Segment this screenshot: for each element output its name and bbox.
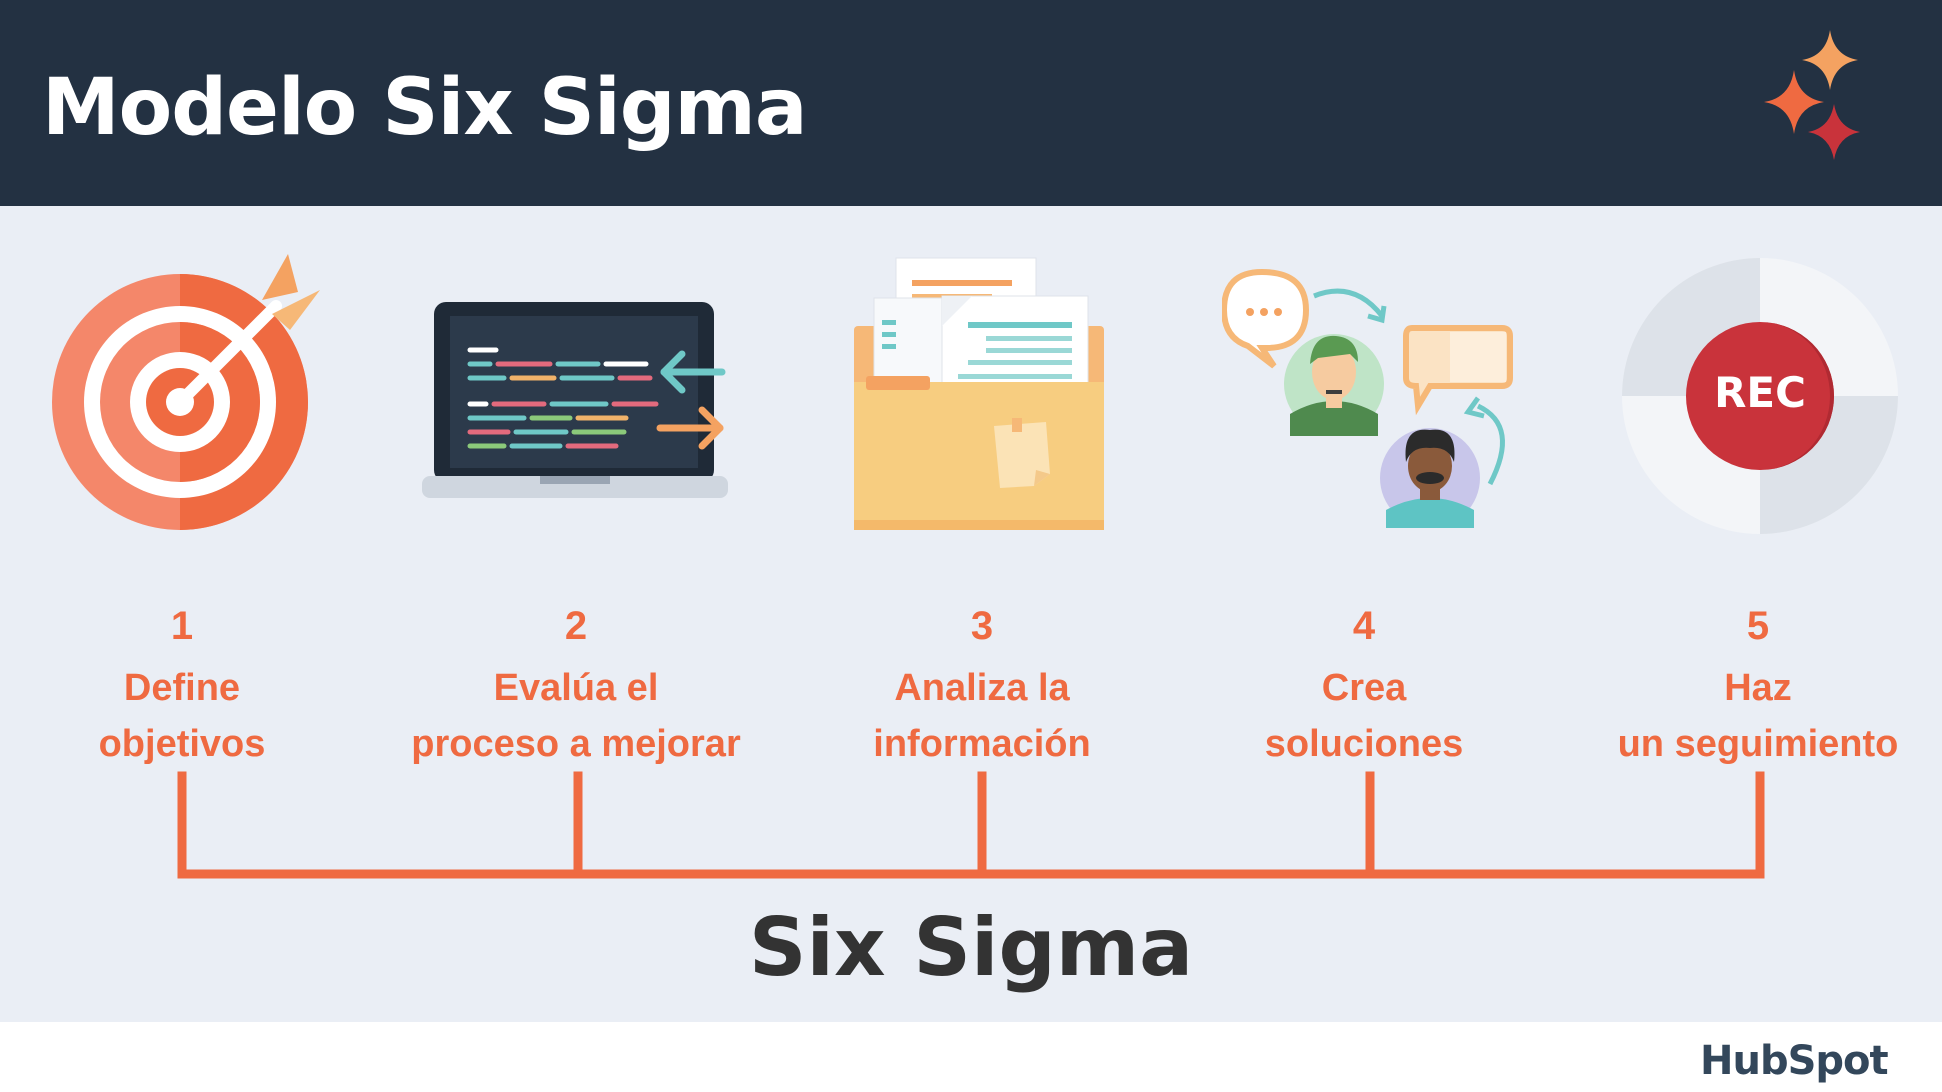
hubspot-logo[interactable]: HubSpot [1700,1038,1889,1084]
step-label-line1: Define [123,667,241,709]
step-label-line1: Evalúa el [493,667,659,709]
step-number: 2 [564,604,588,648]
step-label-line1: Analiza la [894,667,1070,709]
rec-button-icon [1622,258,1898,534]
step-4: 4 Crea soluciones [1154,602,1574,772]
laptop-code-icon [422,302,728,498]
step-label-line2: información [873,723,1091,765]
step-label-line2: objetivos [98,723,266,765]
step-label-line2: proceso a mejorar [411,723,741,765]
step-label-line2: soluciones [1264,723,1464,765]
step-number: 5 [1746,604,1770,648]
step-number: 3 [970,604,994,648]
page-title: Modelo Six Sigma [42,63,807,153]
step-5: 5 Haz un seguimiento [1548,602,1942,772]
chat-people-icon [1222,268,1513,528]
step-3: 3 Analiza la información [772,602,1192,772]
folder-documents-icon [854,257,1104,530]
step-number: 4 [1352,604,1376,648]
diagram-title: Six Sigma [748,901,1194,994]
target-icon [52,254,320,530]
step-label-line1: Haz [1724,667,1792,709]
rec-label: REC [1714,368,1806,417]
footer [0,1022,1942,1092]
header-bar: Modelo Six Sigma [0,0,1942,206]
sparkle-icon [1764,30,1860,160]
step-number: 1 [170,604,194,648]
step-label-line2: un seguimiento [1617,723,1899,765]
step-2: 2 Evalúa el proceso a mejorar [366,602,786,772]
step-1: 1 Define objetivos [0,602,392,772]
step-label-line1: Crea [1321,667,1407,709]
